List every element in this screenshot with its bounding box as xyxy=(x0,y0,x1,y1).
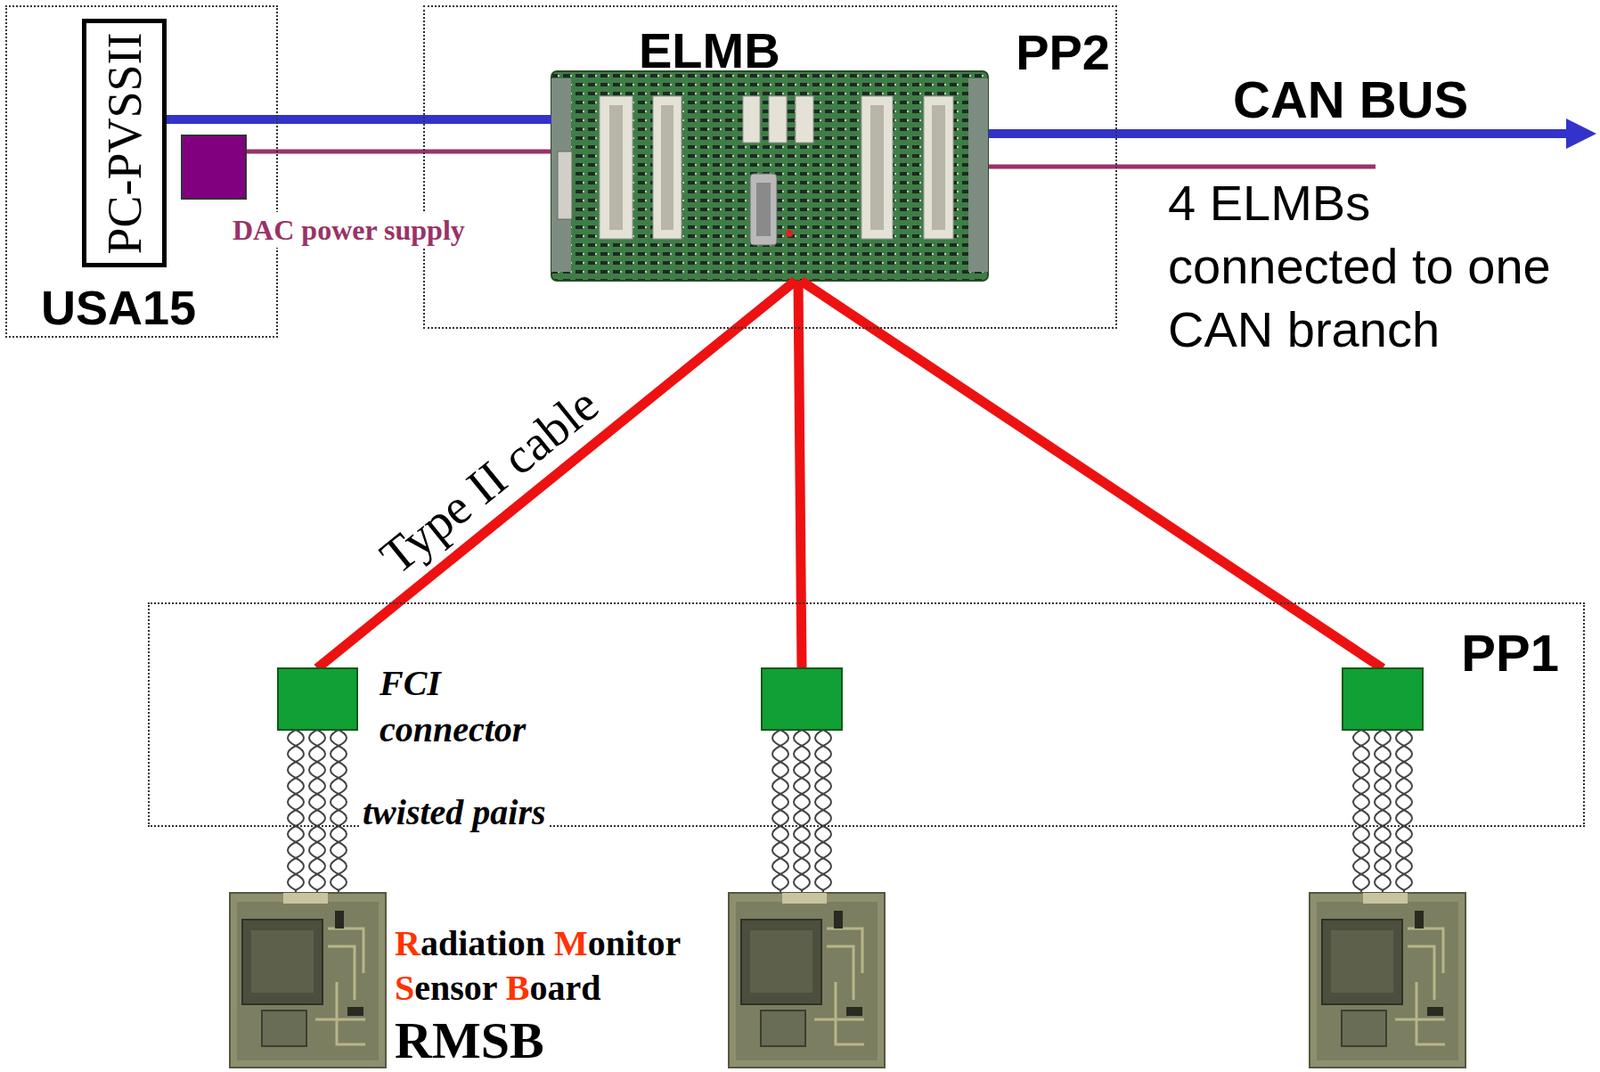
board-acronym: RMSB xyxy=(394,1014,545,1067)
wire-label: twisted pairs xyxy=(359,791,549,834)
connector-label: FCI connector xyxy=(379,660,558,753)
node-title: ELMB xyxy=(638,24,781,78)
elmb-board: ELMB xyxy=(551,71,988,281)
bus-cable xyxy=(166,119,552,121)
node-title: PC-PVSSII xyxy=(97,32,152,254)
supply-label: DAC power supply xyxy=(230,212,467,248)
patch-panel-region: PP2ELMB xyxy=(423,5,1118,329)
note-text: 4 ELMBs connected to one CAN branch xyxy=(1167,171,1587,361)
node-title: PP1 xyxy=(1461,626,1560,680)
node-title: USA15 xyxy=(40,282,196,333)
node-title: PP2 xyxy=(1015,25,1111,80)
bus-label: CAN BUS xyxy=(1232,71,1469,129)
control-room-region: USA15 PC-PVSSII xyxy=(5,5,278,338)
computer-box: PC-PVSSII xyxy=(81,18,167,268)
cable-label: Type II cable xyxy=(371,378,607,583)
board-label: Radiation Monitor Sensor Board xyxy=(394,921,707,1011)
